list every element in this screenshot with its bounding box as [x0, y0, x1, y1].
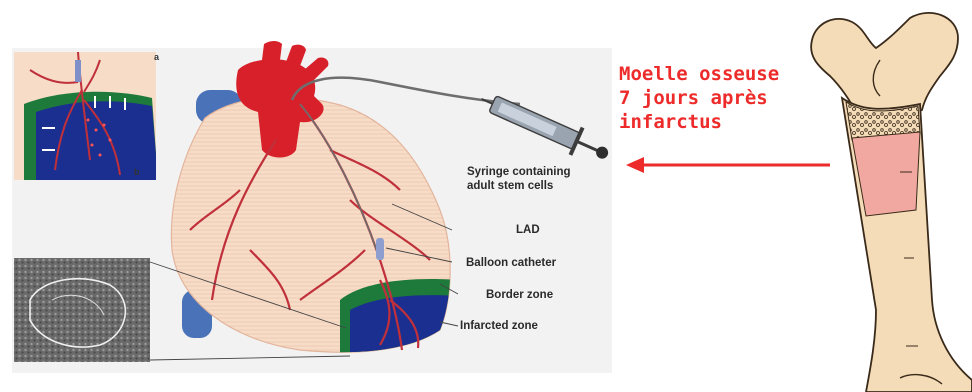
- panel-letter-b: b: [134, 167, 140, 177]
- label-syringe-line1: Syringe containing: [467, 166, 571, 178]
- infarcted-zone: [350, 295, 460, 360]
- inset-catheter: [75, 60, 81, 82]
- red-arrow: [626, 157, 830, 173]
- label-balloon-catheter: Balloon catheter: [466, 257, 556, 269]
- caption-line1: Moelle osseuse: [619, 62, 779, 86]
- inset-b: [14, 52, 158, 180]
- label-lad: LAD: [516, 224, 540, 236]
- caption: Moelle osseuse 7 jours après infarctus: [619, 62, 779, 134]
- balloon: [376, 238, 384, 260]
- label-border-zone: Border zone: [486, 289, 553, 301]
- panel-letter-a: a: [154, 52, 159, 62]
- heart: [171, 41, 520, 360]
- label-infarcted-zone: Infarcted zone: [460, 320, 538, 332]
- label-syringe-line2: adult stem cells: [467, 180, 553, 192]
- syringe: [475, 85, 613, 169]
- caption-line2: 7 jours après: [619, 86, 779, 110]
- caption-line3: infarctus: [619, 110, 779, 134]
- femur-bone: [811, 13, 972, 392]
- micrograph-inset: [14, 258, 150, 362]
